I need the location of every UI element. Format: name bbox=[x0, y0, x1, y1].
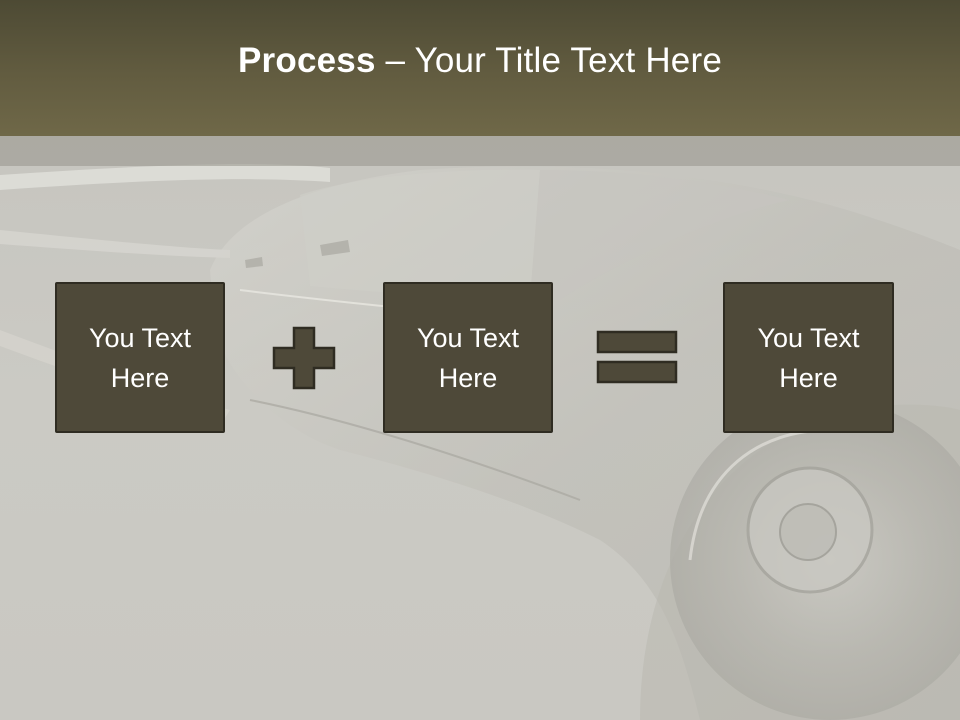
title-bar: Process – Your Title Text Here bbox=[0, 0, 960, 136]
process-box-1: You Text Here bbox=[55, 282, 225, 433]
process-box-1-line2: Here bbox=[110, 362, 170, 393]
process-box-3: You Text Here bbox=[723, 282, 894, 433]
plus-icon bbox=[272, 326, 336, 390]
slide-title: Process – Your Title Text Here bbox=[238, 41, 722, 81]
title-rest-text: – Your Title Text Here bbox=[375, 41, 722, 80]
process-box-2: You Text Here bbox=[383, 282, 553, 433]
equals-icon bbox=[596, 330, 678, 384]
process-box-3-line1: You Text bbox=[757, 322, 860, 353]
process-box-1-line1: You Text bbox=[88, 322, 192, 353]
process-box-2-line2: Here bbox=[438, 362, 498, 393]
title-underlay-strip bbox=[0, 136, 960, 166]
title-bold-text: Process bbox=[238, 41, 376, 80]
process-box-2-line1: You Text bbox=[416, 322, 520, 353]
process-box-3-line2: Here bbox=[779, 362, 838, 393]
